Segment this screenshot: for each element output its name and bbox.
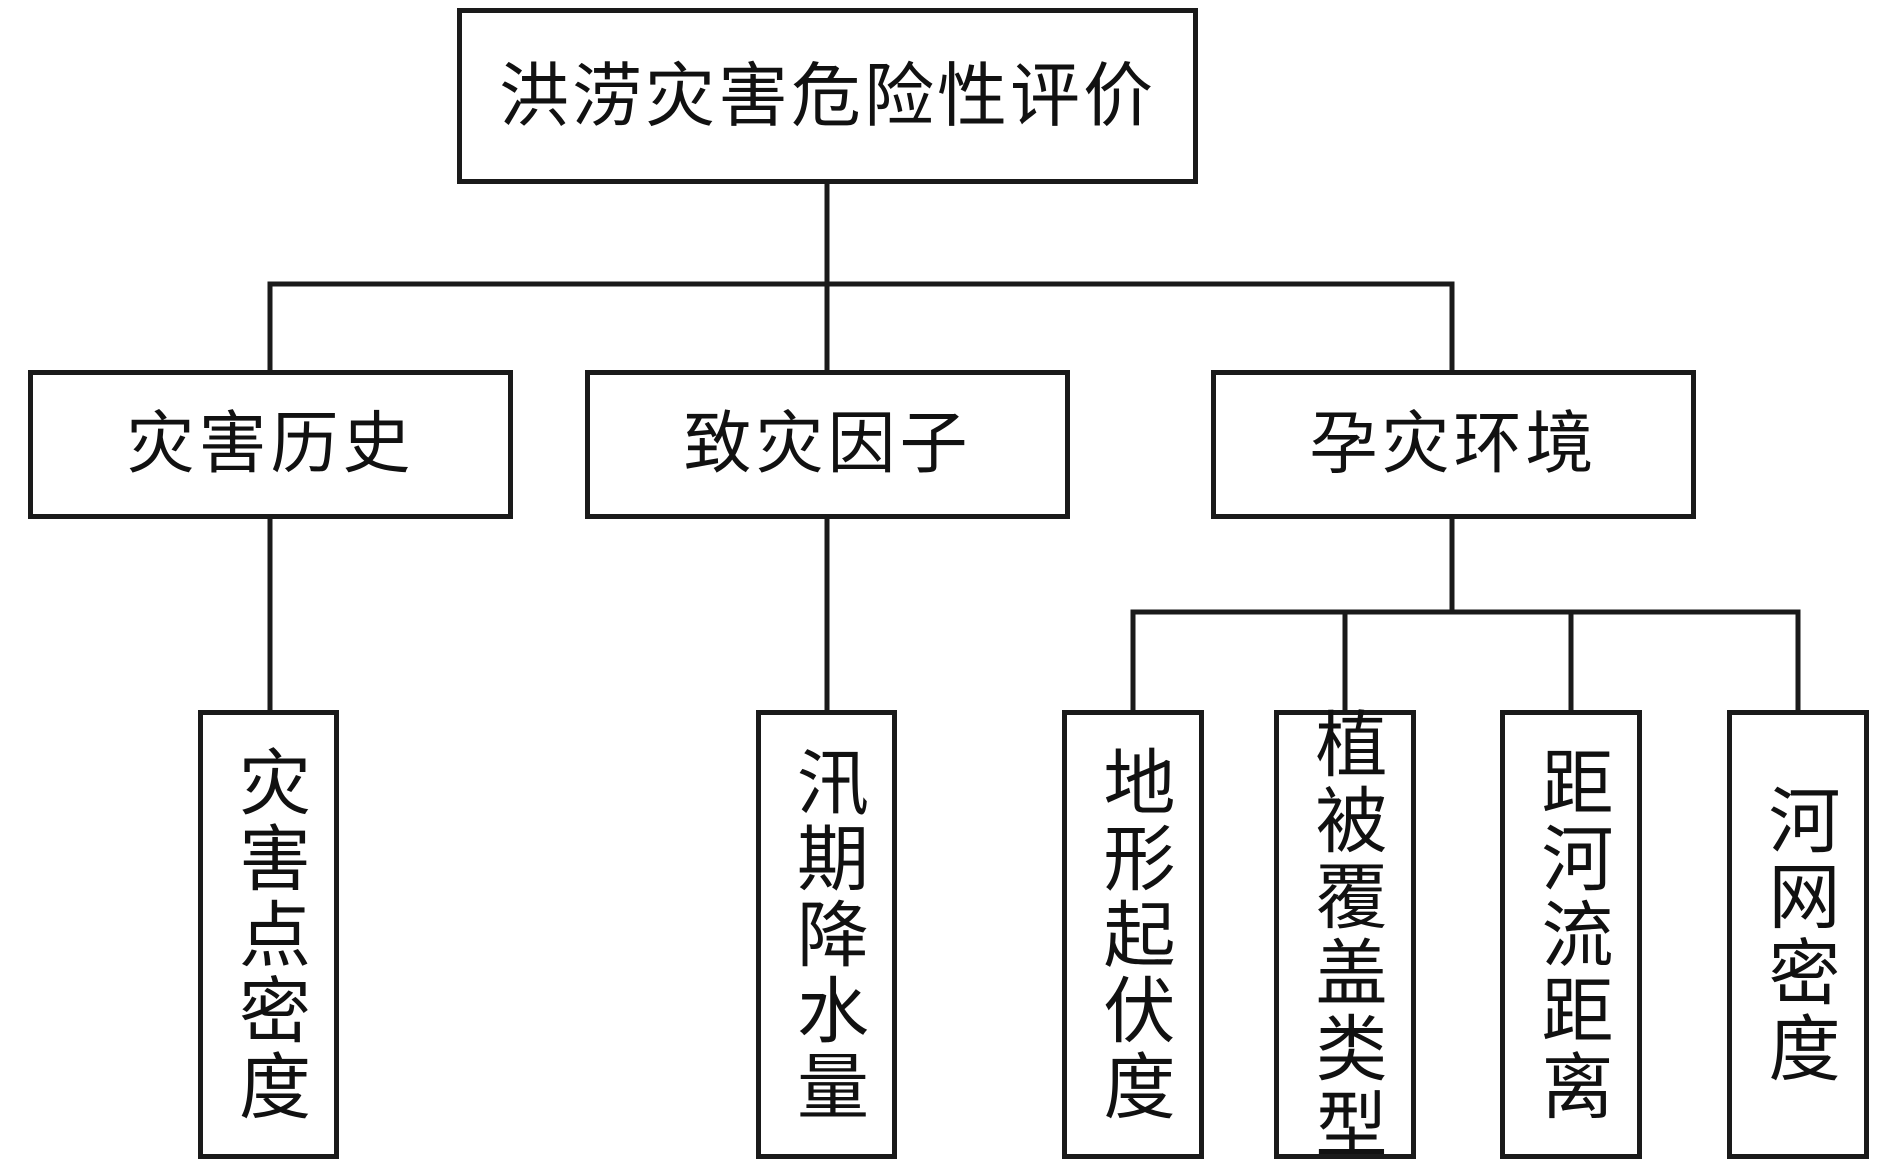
root-node-label: 洪涝灾害危险性评价 xyxy=(499,55,1156,137)
category-node-hazard-factor: 致灾因子 xyxy=(585,370,1070,519)
category-node-environment: 孕灾环境 xyxy=(1211,370,1696,519)
indicator-node-label: 河网密度 xyxy=(1756,782,1840,1087)
indicator-node-flood-season-precipitation: 汛期降水量 xyxy=(756,710,897,1159)
indicator-node-label: 距河流距离 xyxy=(1529,744,1613,1125)
indicator-node-label: 植被覆盖类型 xyxy=(1303,706,1387,1163)
indicator-node-vegetation-cover-type: 植被覆盖类型 xyxy=(1274,707,1416,1163)
indicator-node-label: 地形起伏度 xyxy=(1091,744,1175,1125)
category-node-label: 灾害历史 xyxy=(126,404,415,484)
category-node-label: 致灾因子 xyxy=(683,404,972,484)
indicator-node-disaster-point-density: 灾害点密度 xyxy=(198,710,339,1159)
indicator-node-river-network-density: 河网密度 xyxy=(1727,710,1869,1159)
indicator-node-terrain-relief: 地形起伏度 xyxy=(1062,710,1204,1159)
indicator-node-label: 灾害点密度 xyxy=(226,744,311,1125)
indicator-node-label: 汛期降水量 xyxy=(784,744,869,1125)
root-node: 洪涝灾害危险性评价 xyxy=(457,8,1198,184)
category-node-disaster-history: 灾害历史 xyxy=(28,370,513,519)
indicator-node-distance-to-river: 距河流距离 xyxy=(1500,710,1642,1159)
category-node-label: 孕灾环境 xyxy=(1309,404,1598,484)
